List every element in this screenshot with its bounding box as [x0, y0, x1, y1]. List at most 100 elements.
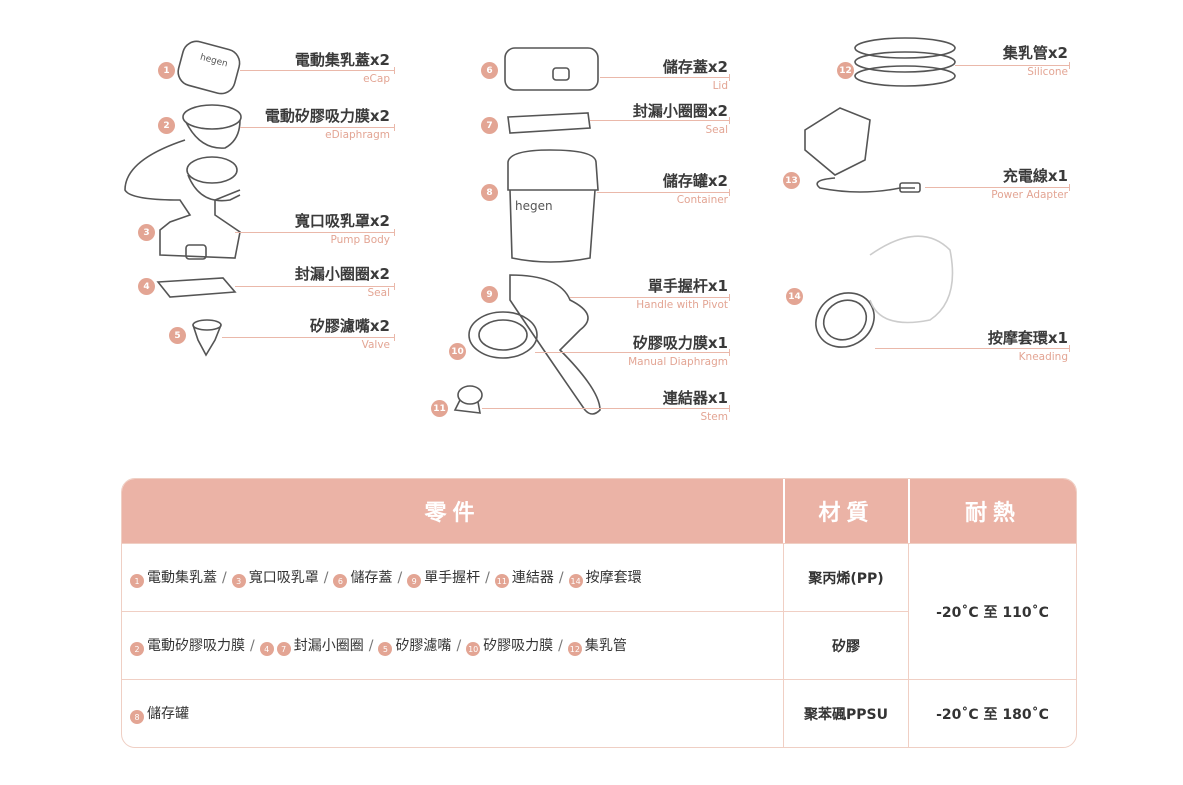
part-english-name: Container	[676, 194, 728, 206]
part-number-badge: 8	[130, 710, 144, 725]
part-number-badge: 1	[158, 62, 175, 79]
table-header-row: 零件 材質 耐熱	[122, 479, 1076, 543]
material-cell: 聚丙烯(PP)	[783, 543, 908, 611]
part-number-badge: 11	[494, 574, 509, 589]
valve-drawing	[192, 319, 222, 357]
part-number-badge: 10	[449, 343, 466, 360]
leader-line	[925, 184, 1070, 191]
leader-line	[597, 189, 730, 196]
part-number-badge: 3	[138, 224, 155, 241]
leader-line	[222, 334, 395, 341]
part-number-badge: 4	[259, 642, 274, 657]
leader-line	[590, 117, 730, 124]
part-english-name: Power Adapter	[991, 189, 1068, 201]
part-name: 連結器x1	[662, 389, 728, 407]
part-english-name: eDiaphragm	[325, 129, 390, 141]
part-english-name: Seal	[367, 287, 390, 299]
part-name: 電動集乳蓋x2	[294, 51, 390, 69]
ecap-drawing: hegen	[177, 40, 241, 95]
leader-line	[235, 229, 395, 236]
material-cell: 矽膠	[783, 611, 908, 679]
header-parts: 零件	[122, 479, 783, 543]
svg-text:hegen: hegen	[515, 199, 553, 213]
part-number-badge: 3	[231, 574, 246, 589]
part-name: 按摩套環	[585, 569, 642, 586]
parts-illustrations: hegen hegen	[124, 37, 956, 415]
part-name: 矽膠濾嘴x2	[309, 317, 390, 335]
part-name: 電動矽膠吸力膜x2	[264, 107, 390, 125]
part-number-badge: 2	[158, 117, 175, 134]
part-name: 單手握杆	[424, 569, 481, 586]
part-number-badge: 14	[786, 288, 803, 305]
separator: /	[558, 637, 563, 654]
part-number-badge: 11	[431, 400, 448, 417]
leader-line	[955, 62, 1070, 69]
heat-cell: -20˚C 至 180˚C	[908, 679, 1076, 747]
leader-line	[235, 283, 395, 290]
part-name: 電動集乳蓋	[147, 569, 217, 586]
part-name: 矽膠吸力膜x1	[632, 334, 728, 352]
separator: /	[323, 569, 329, 586]
part-label-ediaphragm: 電動矽膠吸力膜x2 eDiaphragm	[265, 107, 390, 142]
ediaphragm-drawing	[182, 104, 242, 149]
part-english-name: Seal	[705, 124, 728, 136]
part-number-badge: 7	[276, 642, 291, 657]
leader-line	[570, 294, 730, 301]
part-english-name: Pump Body	[330, 234, 390, 246]
leader-line	[240, 67, 395, 74]
tube-drawing	[854, 37, 956, 87]
container-drawing: hegen	[507, 149, 599, 263]
separator: /	[456, 637, 462, 654]
part-name: 封漏小圈圈x2	[632, 102, 728, 120]
part-number-badge: 10	[466, 642, 481, 657]
part-name: 寬口吸乳罩	[248, 569, 319, 586]
leader-line	[875, 345, 1070, 352]
part-number-badge: 1	[130, 574, 144, 589]
kneading-drawing	[815, 235, 954, 348]
part-name: 儲存罐	[147, 705, 189, 722]
handle-drawing	[509, 274, 601, 415]
part-name: 寬口吸乳罩x2	[294, 212, 390, 230]
svg-text:hegen: hegen	[199, 53, 229, 70]
part-english-name: Manual Diaphragm	[628, 356, 728, 368]
part-name: 集乳管x2	[1002, 44, 1068, 62]
part-english-name: Handle with Pivot	[636, 299, 728, 311]
adapter-drawing	[804, 107, 921, 193]
part-number-badge: 14	[568, 574, 583, 589]
part-name: 按摩套環x1	[987, 329, 1068, 347]
separator: /	[485, 569, 490, 586]
part-number-badge: 6	[481, 62, 498, 79]
part-english-name: Silicone	[1027, 66, 1068, 78]
pump-body-drawing	[124, 139, 241, 260]
part-number-badge: 5	[169, 327, 186, 344]
separator: /	[250, 637, 255, 654]
part-name: 儲存蓋x2	[662, 58, 728, 76]
separator: /	[222, 569, 227, 586]
part-number-badge: 7	[481, 117, 498, 134]
part-name: 矽膠濾嘴	[395, 637, 452, 654]
leader-line	[482, 405, 730, 412]
lid-drawing	[504, 47, 599, 91]
part-name: 集乳管	[584, 637, 627, 654]
part-name: 封漏小圈圈	[293, 637, 364, 654]
part-number-badge: 12	[567, 642, 582, 657]
part-name: 充電線x1	[1002, 167, 1068, 185]
part-english-name: Stem	[700, 411, 728, 423]
stem-drawing	[453, 385, 483, 414]
